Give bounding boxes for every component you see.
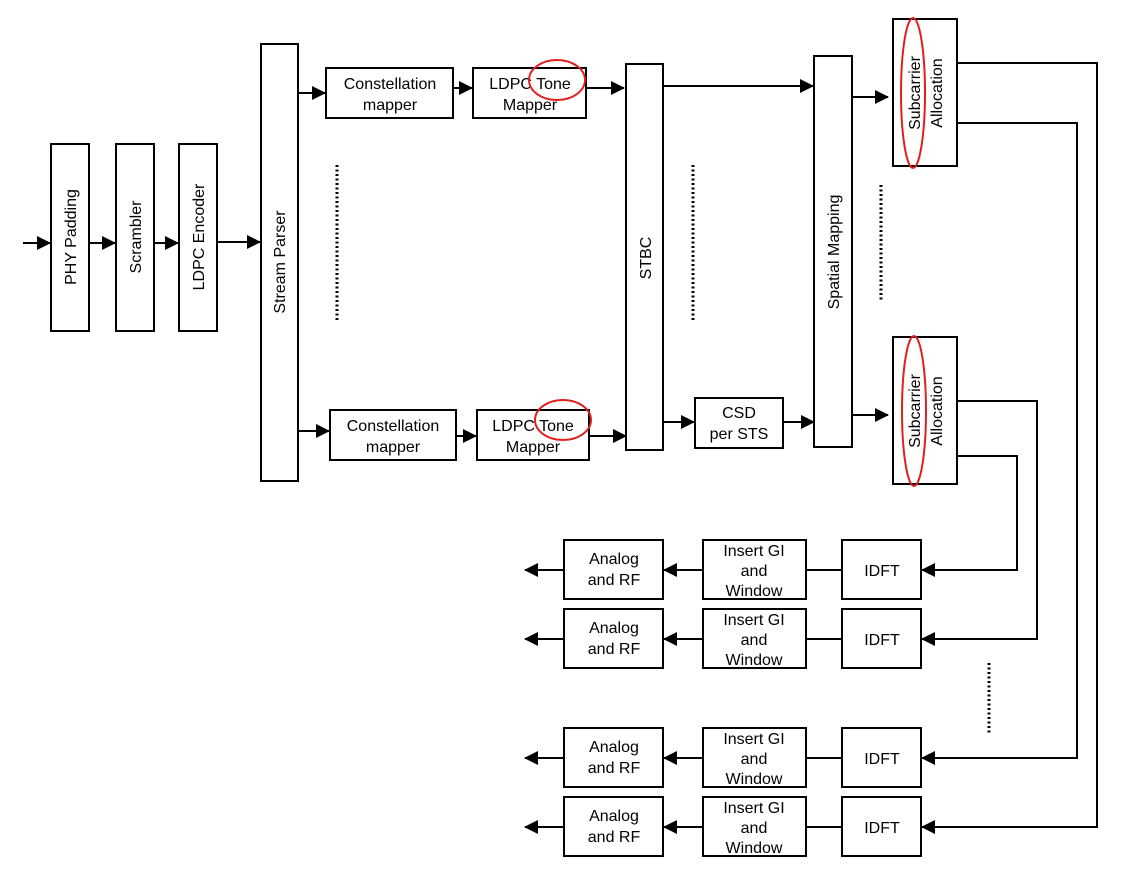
stream-parser-label: Stream Parser xyxy=(272,210,289,314)
analog-rf-block xyxy=(563,608,664,669)
ldpc-encoder-label: LDPC Encoder xyxy=(191,183,208,290)
rf-label: Analog xyxy=(589,620,639,637)
subcarrier-label: Allocation xyxy=(929,58,946,127)
subcarrier-label: Subcarrier xyxy=(907,373,924,447)
scrambler-label: Scrambler xyxy=(128,200,145,274)
rf-label: and RF xyxy=(588,572,641,589)
idft-block xyxy=(841,727,922,788)
constellation-label: Constellation xyxy=(347,418,440,435)
phy-padding-block: PHY Padding xyxy=(50,143,90,332)
route-line xyxy=(921,455,1018,577)
tone-mapper-label: Mapper xyxy=(503,97,558,114)
constellation-label: Constellation xyxy=(344,76,437,93)
gi-label: and xyxy=(741,563,768,580)
stream-parser-block: Stream Parser xyxy=(260,43,299,482)
rf-label: and RF xyxy=(588,760,641,777)
spatial-mapping-block: Spatial Mapping xyxy=(813,55,853,448)
phy-padding-label: PHY Padding xyxy=(63,189,80,285)
rf-label: Analog xyxy=(589,739,639,756)
constellation-mapper-block-2: Constellation mapper xyxy=(329,409,457,461)
gi-label: Insert GI xyxy=(723,543,784,560)
constellation-label: mapper xyxy=(366,439,421,456)
idft-label: IDFT xyxy=(864,632,900,649)
insert-gi-window-block xyxy=(702,727,807,788)
route-line xyxy=(921,122,1078,765)
idft-block xyxy=(841,539,922,600)
rf-label: and RF xyxy=(588,829,641,846)
constellation-label: mapper xyxy=(363,97,418,114)
tone-mapper-label: LDPC Tone xyxy=(492,418,574,435)
highlight-ring xyxy=(534,399,592,441)
scrambler-block: Scrambler xyxy=(115,143,155,332)
subcarrier-label: Subcarrier xyxy=(907,55,924,129)
idft-label: IDFT xyxy=(864,751,900,768)
gi-label: Window xyxy=(726,840,783,857)
analog-rf-block xyxy=(563,539,664,600)
idft-label: IDFT xyxy=(864,563,900,580)
csd-per-sts-block: CSD per STS xyxy=(694,397,784,449)
ldpc-tone-mapper-block-2: LDPC Tone Mapper xyxy=(476,409,590,461)
gi-label: and xyxy=(741,632,768,649)
tone-mapper-label: Mapper xyxy=(506,439,561,456)
highlight-ring xyxy=(901,335,927,487)
spatial-mapping-label: Spatial Mapping xyxy=(826,195,843,310)
csd-label: CSD xyxy=(722,405,756,422)
rf-label: and RF xyxy=(588,641,641,658)
gi-label: Window xyxy=(726,652,783,669)
stbc-label: STBC xyxy=(638,237,655,280)
gi-label: and xyxy=(741,820,768,837)
gi-label: and xyxy=(741,751,768,768)
rf-label: Analog xyxy=(589,551,639,568)
insert-gi-window-block xyxy=(702,539,807,600)
highlight-ring xyxy=(900,17,926,169)
analog-rf-block xyxy=(563,796,664,857)
highlight-ring xyxy=(528,59,586,101)
gi-label: Insert GI xyxy=(723,731,784,748)
gi-label: Window xyxy=(726,771,783,788)
gi-label: Window xyxy=(726,583,783,600)
ldpc-encoder-block: LDPC Encoder xyxy=(178,143,218,332)
route-line xyxy=(921,62,1098,834)
stbc-block: STBC xyxy=(625,63,664,451)
route-line xyxy=(921,400,1038,646)
analog-rf-block xyxy=(563,727,664,788)
gi-label: Insert GI xyxy=(723,612,784,629)
subcarrier-label: Allocation xyxy=(929,376,946,445)
constellation-mapper-block-1: Constellation mapper xyxy=(325,67,454,119)
idft-label: IDFT xyxy=(864,820,900,837)
csd-label: per STS xyxy=(710,426,769,443)
rf-label: Analog xyxy=(589,808,639,825)
gi-label: Insert GI xyxy=(723,800,784,817)
insert-gi-window-block xyxy=(702,796,807,857)
